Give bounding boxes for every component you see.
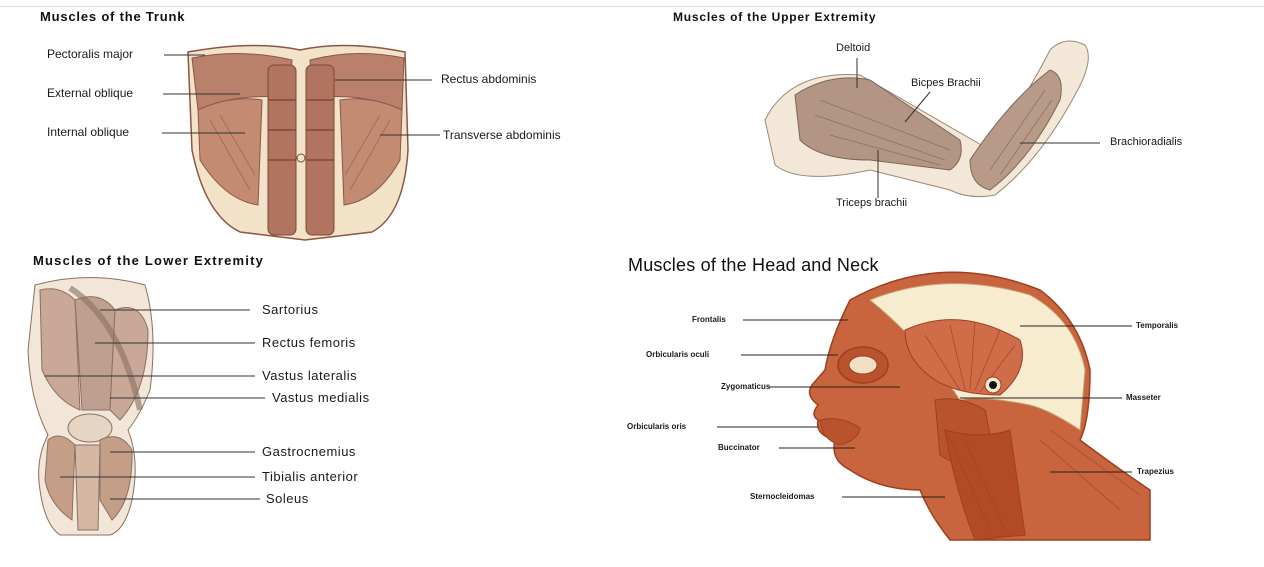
- label-deltoid: Deltoid: [836, 43, 870, 54]
- label-masseter: Masseter: [1126, 394, 1161, 402]
- arm-illustration: [765, 41, 1088, 197]
- label-vastus-lateralis: Vastus lateralis: [262, 369, 357, 382]
- label-trapezius: Trapezius: [1137, 468, 1174, 476]
- leg-illustration: [28, 278, 153, 536]
- trunk-illustration: [188, 45, 408, 240]
- lower-extremity-title: Muscles of the Lower Extremity: [33, 253, 264, 268]
- label-orbicularis-oris: Orbicularis oris: [627, 423, 686, 431]
- label-brachioradialis: Brachioradialis: [1110, 137, 1182, 148]
- label-gastrocnemius: Gastrocnemius: [262, 445, 356, 458]
- label-sartorius: Sartorius: [262, 303, 319, 316]
- label-internal-oblique: Internal oblique: [47, 126, 129, 138]
- label-frontalis: Frontalis: [692, 316, 726, 324]
- label-triceps-brachii: Triceps brachii: [836, 198, 907, 209]
- label-external-oblique: External oblique: [47, 87, 133, 99]
- label-rectus-femoris: Rectus femoris: [262, 336, 356, 349]
- label-sternocleidomas: Sternocleidomas: [750, 493, 814, 501]
- label-temporalis: Temporalis: [1136, 322, 1178, 330]
- upper-extremity-title: Muscles of the Upper Extremity: [673, 10, 876, 24]
- label-tibialis-anterior: Tibialis anterior: [262, 470, 358, 483]
- label-zygomaticus: Zygomaticus: [721, 383, 770, 391]
- head-neck-title: Muscles of the Head and Neck: [628, 255, 879, 276]
- head-illustration: [810, 272, 1150, 540]
- label-orbicularis-oculi: Orbicularis oculi: [646, 351, 709, 359]
- trunk-title: Muscles of the Trunk: [40, 9, 185, 24]
- label-buccinator: Buccinator: [718, 444, 760, 452]
- label-biceps-brachii: Bicpes Brachii: [911, 78, 981, 89]
- label-soleus: Soleus: [266, 492, 309, 505]
- label-pectoralis-major: Pectoralis major: [47, 48, 133, 60]
- label-rectus-abdominis: Rectus abdominis: [441, 73, 536, 85]
- label-transverse-abdominis: Transverse abdominis: [443, 129, 561, 141]
- label-vastus-medialis: Vastus medialis: [272, 391, 370, 404]
